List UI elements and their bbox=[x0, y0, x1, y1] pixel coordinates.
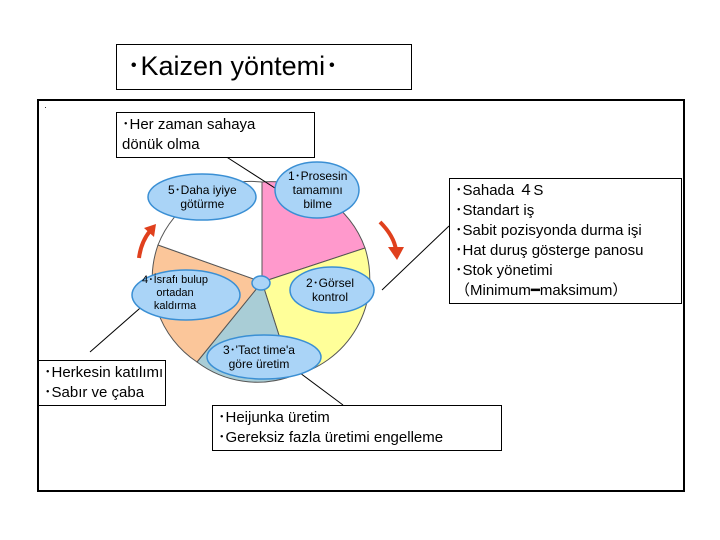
step-oval-3 bbox=[206, 334, 322, 380]
step-label-3-line: göre üretim bbox=[228, 357, 290, 371]
step-label-2-line: 2･Görsel bbox=[306, 276, 355, 290]
step-oval-2 bbox=[289, 266, 375, 314]
step-oval-1 bbox=[274, 161, 360, 219]
step-label-5-line: 5･Daha iyiye bbox=[168, 183, 237, 197]
step-label-5-line: götürme bbox=[180, 197, 225, 211]
note-right-line: ･Hat duruş gösterge panosu bbox=[455, 242, 644, 259]
step-label-5: 5･Daha iyiye götürme bbox=[168, 183, 237, 211]
connector-left-note bbox=[89, 301, 148, 353]
step-label-1-line: 1･Prosesin bbox=[288, 169, 348, 183]
connector-bottom-note bbox=[295, 369, 344, 406]
step-label-4: 4･İsrafı bulup ortadan kaldırma bbox=[142, 274, 208, 313]
step-label-4-line: kaldırma bbox=[153, 300, 197, 312]
cycle-arrow-left-icon bbox=[137, 229, 152, 259]
page-title: ･Kaizen yöntemi･ bbox=[127, 51, 339, 81]
cycle-arrow-right-icon bbox=[378, 220, 398, 251]
step-label-3: 3･'Tact time'a göre üretim bbox=[223, 343, 295, 371]
note-right-line: ･Standart iş bbox=[455, 202, 535, 219]
note-left: ･Herkesin katılımı ･Sabır ve çaba bbox=[38, 360, 166, 406]
center-oval bbox=[251, 275, 271, 291]
note-bottom-line: ･Gereksiz fazla üretimi engelleme bbox=[218, 429, 444, 446]
note-bottom-line: ･Heijunka üretim bbox=[218, 409, 330, 426]
connector-top-note bbox=[224, 155, 279, 191]
note-right-line: ･Sabit pozisyonda durma işi bbox=[455, 222, 642, 239]
connector-right-note bbox=[381, 225, 450, 291]
step-label-1: 1･Prosesin tamamını bilme bbox=[288, 169, 347, 211]
cycle-arrow-left-head-icon bbox=[144, 224, 156, 237]
small-mark: ･ bbox=[44, 106, 48, 112]
note-right-line: ･Sahada ４S bbox=[455, 182, 544, 199]
note-bottom: ･Heijunka üretim ･Gereksiz fazla üretimi… bbox=[212, 405, 502, 451]
step-label-1-line: tamamını bbox=[292, 183, 343, 197]
step-label-2: 2･Görsel kontrol bbox=[306, 276, 354, 304]
step-label-3-line: 3･'Tact time'a bbox=[223, 343, 295, 357]
step-label-4-line: 4･İsrafı bulup bbox=[142, 274, 209, 286]
title-box: ･Kaizen yöntemi･ bbox=[116, 44, 412, 90]
step-oval-5 bbox=[147, 173, 257, 221]
note-top-line: dönük olma bbox=[122, 136, 200, 153]
diagram-frame bbox=[37, 99, 685, 492]
note-top-line: ･Her zaman sahaya bbox=[122, 116, 256, 133]
note-left-line: ･Herkesin katılımı bbox=[44, 364, 164, 381]
cycle-arrow-right-head-icon bbox=[388, 247, 404, 260]
note-top: ･Her zaman sahaya dönük olma bbox=[116, 112, 315, 158]
step-label-4-line: ortadan bbox=[156, 287, 194, 299]
note-right-line: （Minimum━maksimum） bbox=[455, 282, 628, 299]
note-right: ･Sahada ４S ･Standart iş ･Sabit pozisyond… bbox=[449, 178, 682, 304]
step-label-1-line: bilme bbox=[303, 197, 333, 211]
note-right-line: ･Stok yönetimi bbox=[455, 262, 553, 279]
step-label-2-line: kontrol bbox=[312, 290, 349, 304]
note-left-line: ･Sabır ve çaba bbox=[44, 384, 145, 401]
step-oval-4 bbox=[131, 269, 241, 321]
